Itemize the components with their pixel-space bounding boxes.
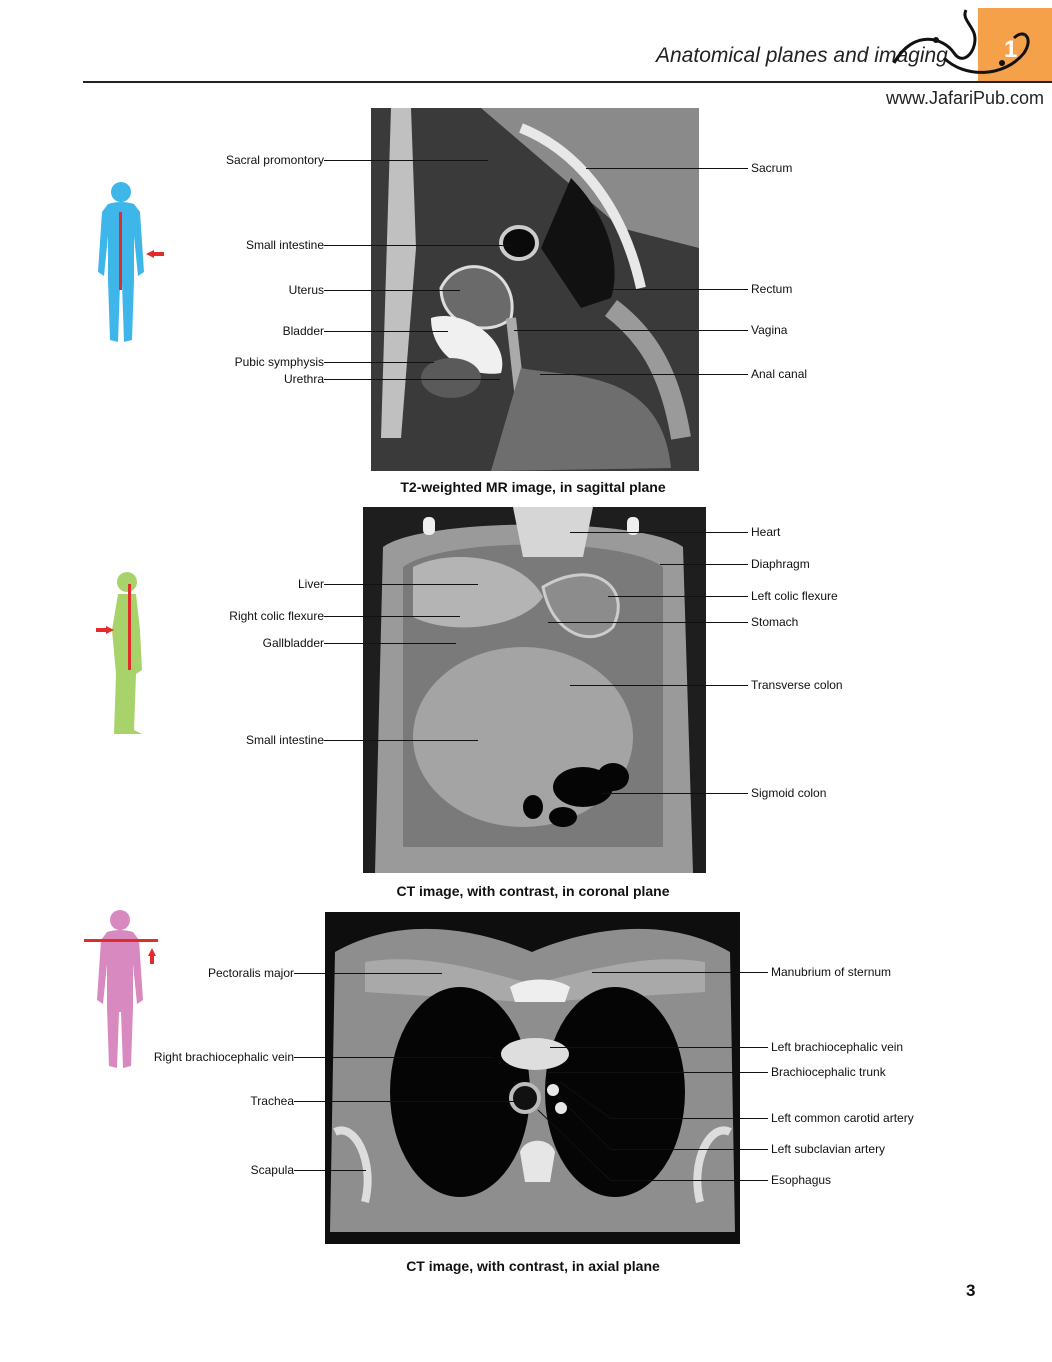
- leader-line: [540, 374, 748, 375]
- label-left-brachiocephalic-vein: Left brachiocephalic vein: [771, 1040, 904, 1054]
- chapter-tab: [978, 8, 1052, 82]
- label-stomach: Stomach: [751, 615, 799, 629]
- leader-line: [324, 643, 456, 644]
- caption-sagittal: T2-weighted MR image, in sagittal plane: [400, 479, 666, 495]
- coronal-plane-figure-icon: [94, 570, 154, 736]
- axial-ct-image: [325, 912, 740, 1244]
- label-bladder: Bladder: [282, 324, 324, 338]
- leader-line: [548, 1072, 768, 1073]
- label-sacral-promontory: Sacral promontory: [225, 153, 324, 167]
- leader-line: [294, 1057, 492, 1058]
- label-urethra: Urethra: [283, 372, 324, 386]
- label-brachiocephalic-trunk: Brachiocephalic trunk: [771, 1065, 886, 1079]
- leader-line: [294, 1170, 366, 1171]
- leader-line: [324, 331, 448, 332]
- label-right-brachiocephalic-vein: Right brachiocephalic vein: [153, 1050, 294, 1064]
- leader-line: [592, 972, 768, 973]
- leader-line: [602, 289, 748, 290]
- label-pubic-symphysis: Pubic symphysis: [234, 355, 324, 369]
- leader-line: [514, 330, 748, 331]
- leader-line: [610, 1149, 768, 1150]
- label-transverse-colon: Transverse colon: [751, 678, 843, 692]
- leader-line: [610, 1180, 768, 1181]
- leader-line: [550, 1047, 768, 1048]
- running-header-title: Anatomical planes and imaging: [656, 44, 948, 67]
- axial-plane-figure-icon: [84, 906, 160, 1072]
- label-left-common-carotid-artery: Left common carotid artery: [771, 1111, 914, 1125]
- chapter-number: 1: [1004, 36, 1018, 63]
- leader-line: [324, 740, 478, 741]
- leader-line: [660, 564, 748, 565]
- label-diaphragm: Diaphragm: [751, 557, 810, 571]
- leader-line: [324, 290, 460, 291]
- leader-line: [570, 685, 748, 686]
- leader-line: [324, 160, 488, 161]
- leader-line: [548, 622, 748, 623]
- label-left-colic-flexure: Left colic flexure: [751, 589, 838, 603]
- publisher-logo-icon: [884, 8, 1052, 88]
- label-right-colic-flexure: Right colic flexure: [229, 609, 324, 623]
- watermark-url: www.JafariPub.com: [886, 88, 1045, 108]
- caption-coronal: CT image, with contrast, in coronal plan…: [396, 883, 670, 899]
- label-heart: Heart: [751, 525, 781, 539]
- leader-line: [294, 973, 442, 974]
- label-small-intestine: Small intestine: [245, 238, 324, 252]
- label-small-intestine-coronal: Small intestine: [245, 733, 324, 747]
- label-sigmoid-colon: Sigmoid colon: [751, 786, 827, 800]
- leader-line: [324, 584, 478, 585]
- label-vagina: Vagina: [751, 323, 788, 337]
- caption-axial: CT image, with contrast, in axial plane: [406, 1258, 660, 1274]
- leader-line: [324, 616, 460, 617]
- label-gallbladder: Gallbladder: [262, 636, 324, 650]
- page-number: 3: [966, 1281, 976, 1300]
- coronal-ct-image: [363, 507, 706, 873]
- leader-line: [324, 379, 500, 380]
- label-esophagus: Esophagus: [771, 1173, 832, 1187]
- label-trachea: Trachea: [250, 1094, 294, 1108]
- label-liver: Liver: [297, 577, 324, 591]
- leader-line: [324, 362, 434, 363]
- label-rectum: Rectum: [751, 282, 793, 296]
- leader-line: [602, 793, 748, 794]
- sagittal-plane-figure-icon: [86, 180, 166, 346]
- label-left-subclavian-artery: Left subclavian artery: [771, 1142, 886, 1156]
- label-anal-canal: Anal canal: [751, 367, 808, 381]
- leader-line: [570, 532, 748, 533]
- leader-line: [610, 1118, 768, 1119]
- label-uterus: Uterus: [288, 283, 324, 297]
- leader-line: [294, 1101, 520, 1102]
- label-scapula: Scapula: [250, 1163, 294, 1177]
- leader-line: [608, 596, 748, 597]
- label-sacrum: Sacrum: [751, 161, 793, 175]
- leader-line: [324, 245, 514, 246]
- label-manubrium-of-sternum: Manubrium of sternum: [771, 965, 892, 979]
- header-rule: [83, 81, 1052, 83]
- leader-line: [586, 168, 748, 169]
- label-pectoralis-major: Pectoralis major: [207, 966, 294, 980]
- leader-diagonals: [530, 1080, 620, 1182]
